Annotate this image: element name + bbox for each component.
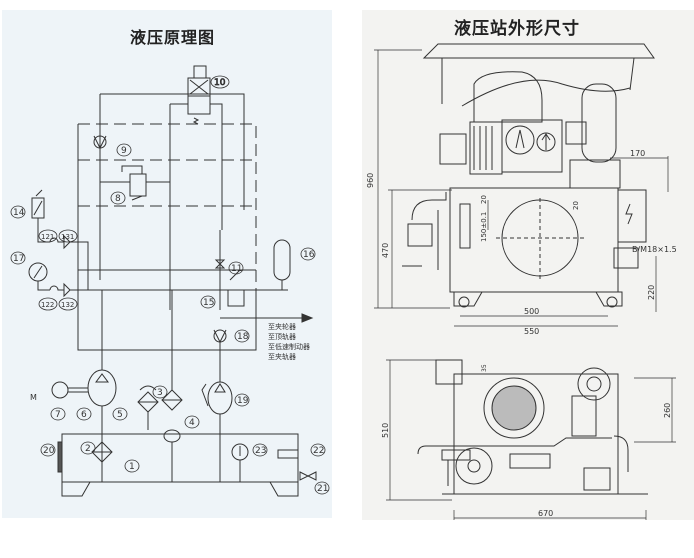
label-10: 10 [214,78,226,88]
label-18: 18 [237,332,249,342]
label-23: 23 [255,446,266,456]
label-5: 5 [117,410,123,420]
dim-470: 470 [381,243,390,258]
label-21: 21 [317,484,328,494]
label-16: 16 [303,250,315,260]
destination-item: 至夹轮器 [268,323,296,331]
label-132: 132 [61,301,74,309]
pressure-gauge [505,125,535,155]
label-3: 3 [157,388,163,398]
label-14: 14 [13,208,25,218]
label-2: 2 [85,444,91,454]
dim-35: 35 [481,364,488,372]
label-20: 20 [43,446,55,456]
dim-170: 170 [630,149,645,158]
accumulator [581,83,617,163]
outline-drawing: 960 470 150±0.1 20 20 170 B/M18×1.5 220 … [366,43,677,520]
destination-item: 至低速制动器 [268,343,310,351]
dim-150: 150±0.1 [480,212,488,242]
label-11: 11 [231,264,242,274]
hydraulic-schematic-panel: 液压原理图 [2,10,332,518]
tank-front [449,187,619,293]
motor-m-glyph: M [30,393,37,402]
dim-510: 510 [381,423,390,438]
dim-500: 500 [524,307,539,316]
motor [473,71,543,123]
label-121: 121 [41,233,54,241]
dim-220: 220 [647,285,656,300]
label-17: 17 [13,254,24,264]
pump-5 [87,369,117,407]
destination-list: 至夹轮器 至顶轨器 至低速制动器 至夹轨器 [268,322,310,362]
destination-item: 至夹轨器 [268,353,296,361]
accumulator-16 [273,239,291,281]
port-spec: B/M18×1.5 [632,245,677,254]
destination-item: 至顶轨器 [268,333,296,341]
canopy [422,43,655,59]
tank-top [453,373,619,495]
outline-dimensions-panel: 液压站外形尺寸 [362,10,694,520]
label-1: 1 [129,462,135,472]
dim-670: 670 [538,509,553,518]
dim-960: 960 [366,173,375,188]
label-7: 7 [55,410,61,420]
dim-260: 260 [663,403,672,418]
dim-20-top: 20 [480,195,488,204]
label-131: 131 [61,233,74,241]
hand-pump-19 [207,381,233,415]
label-15: 15 [203,298,214,308]
label-122: 122 [41,301,54,309]
dim-20: 20 [572,201,580,210]
label-9: 9 [121,146,127,156]
label-6: 6 [81,410,87,420]
label-8: 8 [115,194,121,204]
motor-7 [51,381,69,399]
schematic-drawing: 10 9 8 [10,65,330,497]
solenoid [193,65,207,79]
level-gauge [459,203,471,249]
motor-top [483,377,545,439]
label-4: 4 [189,418,195,428]
dim-550: 550 [524,327,539,336]
dimensions-title: 液压站外形尺寸 [454,19,580,39]
label-22: 22 [313,446,324,456]
label-19: 19 [237,396,249,406]
schematic-title: 液压原理图 [130,28,216,47]
